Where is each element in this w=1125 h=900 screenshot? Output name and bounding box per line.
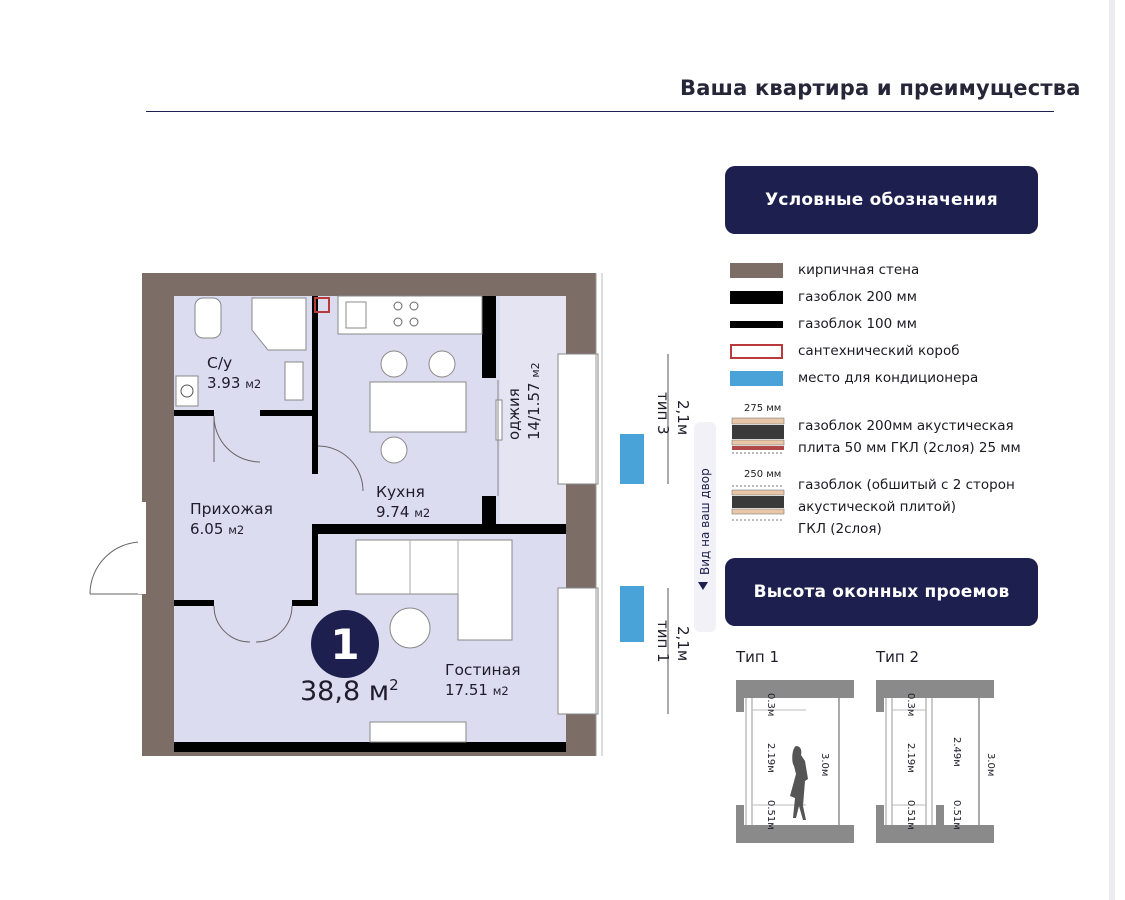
legend-label: сантехнический короб	[798, 343, 960, 359]
legend-label: место для кондиционера	[798, 370, 979, 386]
room-name: Кухня	[376, 483, 425, 501]
wall-size-label: 250 мм	[744, 469, 782, 480]
window-type-2-diagram	[876, 680, 994, 843]
room-area: 17.51	[445, 681, 488, 699]
legend-label: газоблок 200 мм	[798, 289, 917, 305]
sheathed-wall-swatch	[731, 485, 785, 521]
acoustic-wall-swatch	[731, 417, 785, 454]
wall-type-line: газоблок 200мм акустическая	[798, 418, 1014, 434]
room-unit: м2	[492, 684, 509, 698]
room-name: С/у	[207, 354, 233, 372]
room-area: 14/1.57	[525, 382, 543, 440]
view-direction-bar	[694, 422, 716, 632]
plumbing-box-swatch	[730, 344, 783, 359]
dim-bottom-2b: 0.51м	[951, 800, 962, 830]
total-area-unit-exp: 2	[389, 676, 399, 694]
apartment-number-badge: 1	[311, 610, 379, 678]
dim-top-1: 0.3м	[765, 693, 776, 717]
room-name: Прихожая	[190, 500, 274, 518]
room-kitchen: Кухня 9.74 м2	[376, 482, 430, 523]
window-heights-heading: Высота оконных проемов	[725, 558, 1038, 626]
room-bathroom: С/у 3.93 м2	[207, 353, 261, 394]
room-unit: м2	[245, 377, 262, 391]
arrow-down-icon	[698, 582, 708, 590]
room-unit: м2	[529, 362, 542, 378]
page-edge	[1109, 0, 1115, 900]
dim-bottom-2: 0.51м	[905, 800, 916, 830]
brick-wall-swatch	[730, 263, 783, 278]
legend-wall-type-1: 275 мм газоблок 200мм акустическая плита…	[730, 403, 1060, 465]
legend-wall-type-2: 250 мм газоблок (обшитый с 2 сторон акус…	[730, 469, 1060, 544]
room-loggia: оджия 14/1.57 м2	[504, 362, 546, 440]
window-dim-upper: 2,1м	[674, 400, 692, 436]
dim-total-1: 3.0м	[819, 753, 830, 777]
room-area: 9.74	[376, 503, 410, 521]
dim-top-2: 0.3м	[905, 693, 916, 717]
dim-mid-2: 2.19м	[905, 743, 916, 773]
wall-type-line: плита 50 мм ГКЛ (2слоя) 25 мм	[798, 440, 1021, 456]
wall-size-label: 275 мм	[744, 403, 782, 414]
total-area: 38,8 м2	[300, 676, 399, 707]
dim-inner-2: 2.49м	[951, 737, 962, 767]
view-direction-label: Вид на ваш двор	[698, 468, 712, 575]
window-dim-lower: 2,1м	[674, 626, 692, 662]
window-type-lower: тип 1	[654, 620, 672, 663]
room-area: 3.93	[207, 374, 241, 392]
page-title: Ваша квартира и преимущества	[680, 76, 1081, 100]
total-area-value: 38,8 м	[300, 676, 390, 707]
wall-type-line: акустической плитой)	[798, 499, 957, 515]
window-type-2-label: Тип 2	[876, 648, 920, 666]
gasblock-100-swatch	[730, 321, 783, 328]
ac-place-swatch	[730, 371, 783, 386]
dim-mid-1: 2.19м	[765, 743, 776, 773]
wall-type-line: ГКЛ (2слоя)	[798, 521, 882, 537]
room-living: Гостиная 17.51 м2	[445, 660, 521, 701]
legend-label: газоблок 100 мм	[798, 316, 917, 332]
window-type-1-diagram	[736, 680, 854, 843]
legend-label: кирпичная стена	[798, 262, 920, 278]
room-name: оджия	[505, 388, 523, 440]
gasblock-200-swatch	[730, 291, 783, 304]
window-type-upper: тип 3	[654, 392, 672, 435]
legend-heading: Условные обозначения	[725, 166, 1038, 234]
room-area: 6.05	[190, 520, 224, 538]
dim-total-2: 3.0м	[985, 753, 996, 777]
room-unit: м2	[228, 523, 245, 537]
room-hallway: Прихожая 6.05 м2	[190, 499, 273, 540]
window-type-1-label: Тип 1	[736, 648, 780, 666]
title-divider	[146, 111, 1054, 112]
dim-bottom-1: 0.51м	[765, 800, 776, 830]
wall-type-line: газоблок (обшитый с 2 сторон	[798, 477, 1015, 493]
floor-plan	[89, 273, 669, 756]
room-name: Гостиная	[445, 661, 521, 679]
room-unit: м2	[414, 506, 431, 520]
